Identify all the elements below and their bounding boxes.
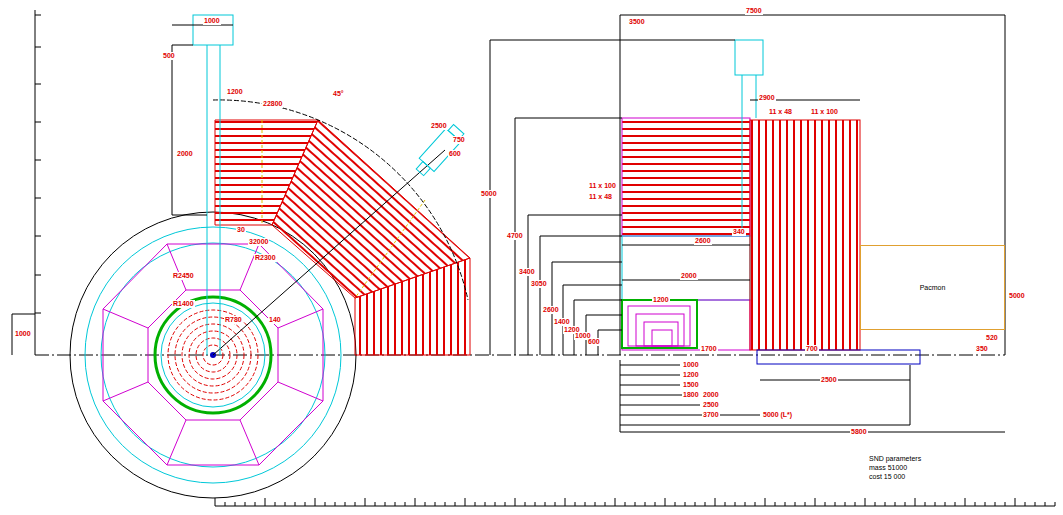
box-label: Pacmon — [920, 284, 946, 291]
dimension-label: 3050 — [530, 280, 548, 288]
dimension-label: 11 x 48 — [768, 108, 793, 116]
dimension-label: 500 — [162, 52, 176, 60]
dimension-label: 140 — [268, 316, 282, 324]
dimension-label: 1200 — [652, 296, 670, 304]
component-box: Pacmon — [860, 245, 1005, 330]
dimension-label: 45° — [332, 90, 345, 98]
dimension-label: 2000 — [702, 391, 720, 399]
dimension-label: 2900 — [758, 94, 776, 102]
dimension-label: 2500 — [430, 122, 448, 130]
dimension-label: 2600 — [694, 237, 712, 245]
dimension-label: 1000 — [682, 361, 700, 369]
dimension-label: 1000 — [14, 330, 32, 338]
dimension-label: R2300 — [254, 254, 277, 262]
dimension-label: 7500 — [745, 7, 763, 15]
dimension-label: 1200 — [226, 88, 244, 96]
dimension-label: 350 — [975, 345, 989, 353]
note-text: mass 51000 — [868, 464, 908, 472]
dimension-label: 2500 — [702, 401, 720, 409]
dimension-label: 1800 — [682, 391, 700, 399]
dimension-label: 520 — [985, 334, 999, 342]
dimension-label: 11 x 100 — [810, 108, 839, 116]
dimension-label: 5000 (L*) — [762, 411, 793, 419]
dimension-label: R780 — [224, 316, 243, 324]
note-text: cost 15 000 — [868, 473, 906, 481]
dimension-label: 4700 — [506, 232, 524, 240]
dimension-label: R1400 — [172, 300, 195, 308]
note-text: SND parameters — [868, 455, 922, 463]
dimension-label: 1500 — [682, 381, 700, 389]
dimension-label: 2500 — [820, 376, 838, 384]
dimension-label: R2450 — [172, 272, 195, 280]
dimension-label: 1700 — [700, 345, 718, 353]
dimension-label: 30 — [236, 226, 246, 234]
dimension-label: 32000 — [248, 238, 269, 246]
dimension-label: 11 x 48 — [588, 193, 613, 201]
dimension-label: 11 x 100 — [588, 182, 617, 190]
dimension-label: 700 — [805, 345, 819, 353]
dimension-label: 600 — [587, 338, 601, 346]
dimension-label: 3500 — [628, 18, 646, 26]
dimension-label: 600 — [448, 150, 462, 158]
dimension-label: 1000 — [203, 17, 221, 25]
dimension-label: 2000 — [680, 272, 698, 280]
dimension-label: 22800 — [262, 100, 283, 108]
dimension-label: 340 — [732, 228, 746, 236]
dimension-label: 2000 — [176, 150, 194, 158]
dimension-label: 3400 — [518, 268, 536, 276]
dimension-label: 3700 — [702, 411, 720, 419]
dimension-label: 1200 — [682, 371, 700, 379]
dimension-label: 1400 — [553, 318, 571, 326]
dimension-label: 750 — [452, 136, 466, 144]
dimension-label: 5000 — [1008, 292, 1026, 300]
dimension-label: 5000 — [480, 190, 498, 198]
dimension-label: 2600 — [542, 306, 560, 314]
dimension-label: 5800 — [850, 428, 868, 436]
